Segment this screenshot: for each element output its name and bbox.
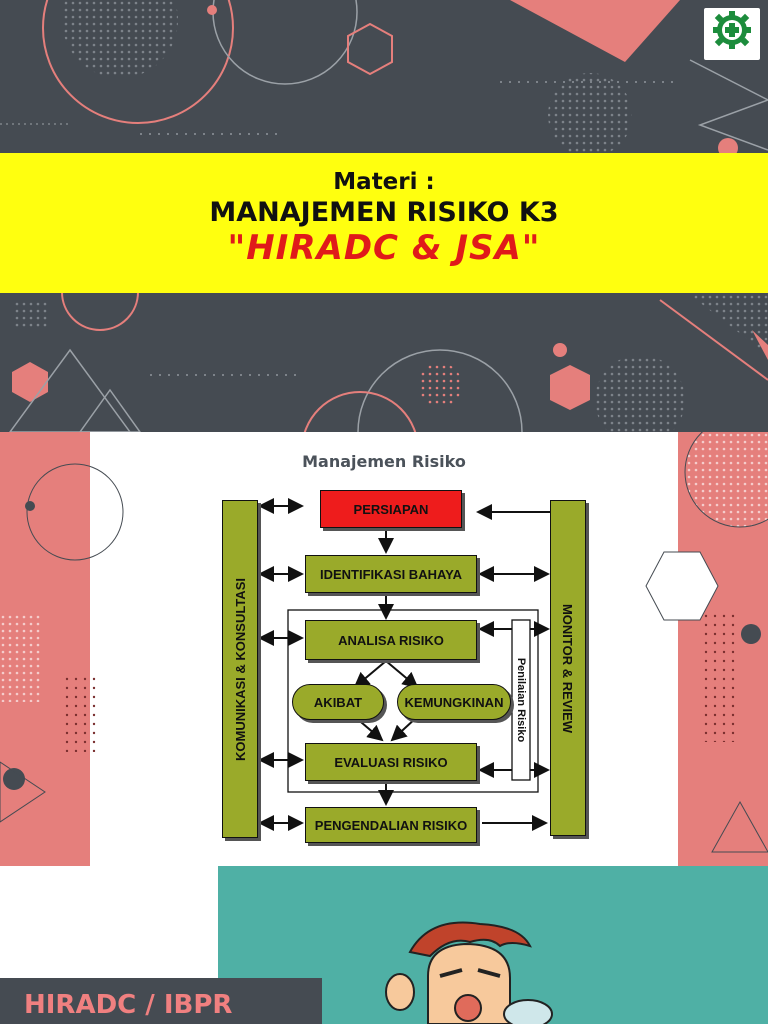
step-analisa: ANALISA RISIKO [305, 620, 477, 660]
section-label: HIRADC / IBPR [24, 990, 233, 1020]
branch-akibat: AKIBAT [292, 684, 384, 720]
komunikasi-bar: KOMUNIKASI & KONSULTASI [222, 500, 258, 838]
diagram-connectors [258, 498, 550, 831]
gear-cross-icon [713, 11, 751, 49]
cover-slide: Materi : MANAJEMEN RISIKO K3 "HIRADC & J… [0, 0, 768, 432]
step-pengendalian: PENGENDALIAN RISIKO [305, 807, 477, 843]
cover-title: MANAJEMEN RISIKO K3 [209, 197, 559, 228]
title-banner: Materi : MANAJEMEN RISIKO K3 "HIRADC & J… [0, 153, 768, 293]
step-persiapan: PERSIAPAN [320, 490, 462, 528]
penilaian-bracket: Penilaian Risiko [512, 620, 530, 780]
penilaian-label: Penilaian Risiko [515, 657, 527, 743]
diagram-slide: Manajemen Risiko [0, 432, 768, 866]
character-illustration [385, 921, 553, 1024]
slide-side-panels [0, 432, 768, 866]
step-evaluasi: EVALUASI RISIKO [305, 743, 477, 781]
diagram-title: Manajemen Risiko [302, 452, 466, 471]
branch-kemungkinan: KEMUNGKINAN [397, 684, 511, 720]
komunikasi-label: KOMUNIKASI & KONSULTASI [232, 577, 248, 761]
next-slide: HIRADC / IBPR [0, 866, 768, 1024]
monitor-label: MONITOR & REVIEW [560, 603, 576, 733]
cover-subtitle: Materi : [333, 169, 435, 195]
step-identifikasi: IDENTIFIKASI BAHAYA [305, 555, 477, 593]
monitor-bar: MONITOR & REVIEW [550, 500, 586, 836]
cover-highlight: "HIRADC & JSA" [227, 228, 541, 268]
k3-logo [704, 8, 760, 60]
section-label-bg [0, 978, 322, 1024]
